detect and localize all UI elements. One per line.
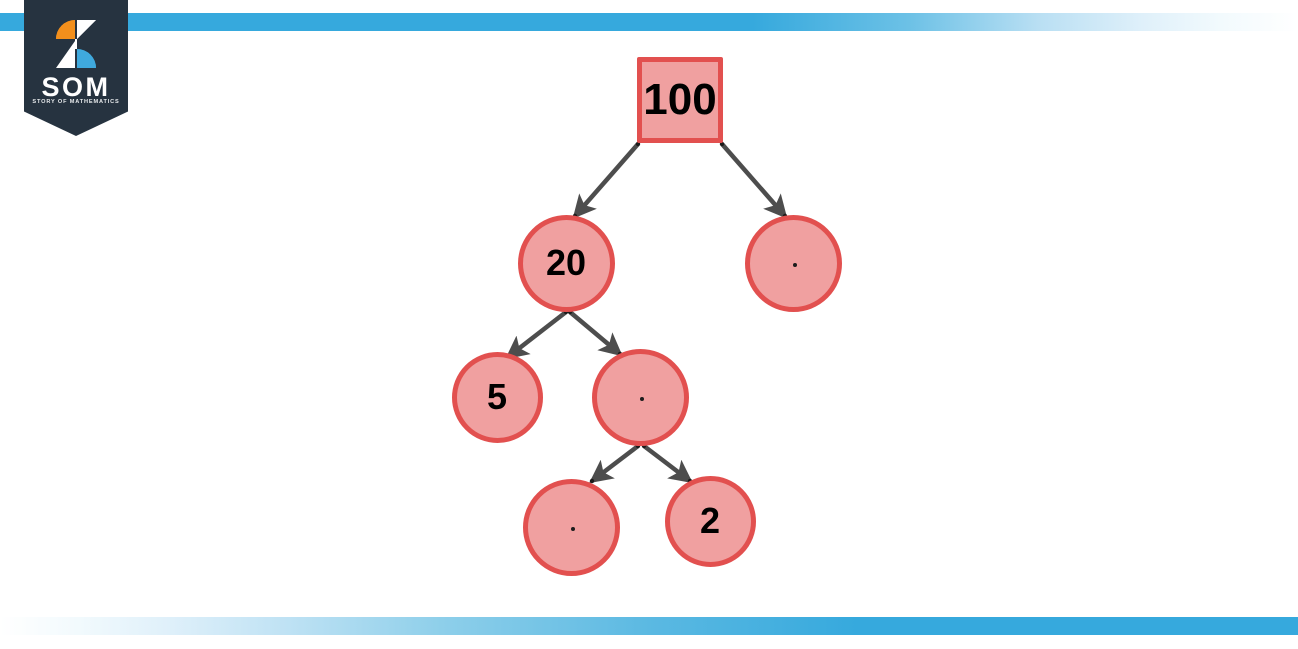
top-accent-bar [0, 13, 1298, 31]
tree-node-label: 5 [486, 376, 508, 417]
tree-node-nM [591, 348, 689, 446]
node-center-dot [571, 527, 575, 531]
bottom-accent-bar [0, 617, 1298, 635]
tree-edge-root-to-n20 [572, 142, 640, 219]
tree-edge-n20-to-nM [568, 310, 623, 357]
node-center-dot [640, 397, 644, 401]
tree-node-label: 20 [545, 242, 587, 283]
tree-node-nR [744, 214, 842, 312]
tree-edge-nM-to-nBL [589, 444, 640, 484]
tree-edge-n20-to-n5 [505, 310, 568, 360]
tree-node-n2: 2 [664, 475, 756, 567]
som-logo-badge: SOM STORY OF MATHEMATICS [24, 0, 128, 136]
tree-node-label: 100 [643, 75, 717, 124]
tree-node-n20: 20 [517, 214, 615, 312]
tree-node-root: 100 [637, 57, 723, 143]
tree-edge-nM-to-n2 [642, 444, 693, 484]
node-center-dot [793, 263, 797, 267]
tree-node-n5: 5 [451, 351, 543, 443]
tree-node-nBL [522, 478, 620, 576]
som-wordmark: SOM [41, 72, 111, 102]
tree-edge-root-to-nR [720, 142, 788, 219]
tree-node-label: 2 [699, 500, 721, 541]
som-tagline: STORY OF MATHEMATICS [32, 99, 120, 105]
som-quarter-circle-mark-icon [54, 18, 98, 70]
